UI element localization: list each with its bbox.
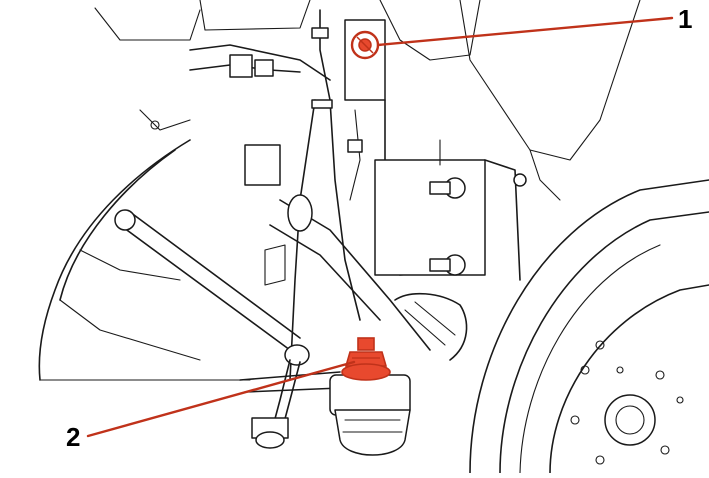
sensor-connector bbox=[189, 54, 301, 78]
callout-label-2: 2 bbox=[66, 422, 81, 452]
track-rod-end bbox=[239, 371, 411, 456]
body-panel bbox=[94, 0, 641, 201]
anti-roll-bar-link bbox=[114, 209, 310, 449]
highlight-nut-2 bbox=[341, 337, 391, 381]
wheel-arch bbox=[38, 139, 251, 381]
leader-lines bbox=[86, 16, 674, 438]
leader-line-2 bbox=[86, 360, 356, 438]
leader-line-1 bbox=[376, 16, 674, 47]
callout-label-1: 1 bbox=[678, 4, 693, 34]
drive-shaft bbox=[244, 144, 468, 361]
brake-disc bbox=[469, 179, 709, 474]
strut-assembly bbox=[344, 19, 527, 281]
highlight-nut-1 bbox=[350, 30, 380, 60]
brake-hose bbox=[289, 9, 363, 381]
